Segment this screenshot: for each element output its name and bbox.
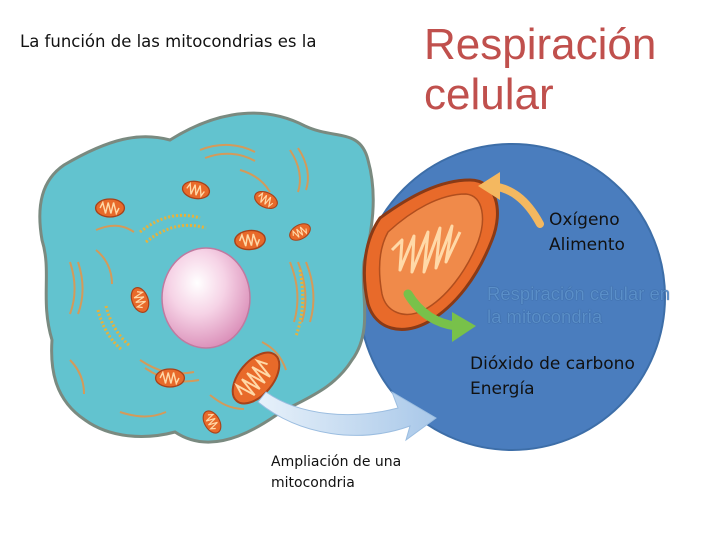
input-oxygen: Oxígeno [549, 208, 625, 233]
caption-line-2: mitocondria [271, 473, 401, 494]
process-label: Respiración celular en la mitocondria [487, 282, 670, 328]
outputs-label: Dióxido de carbono Energía [470, 352, 635, 402]
inputs-label: Oxígeno Alimento [549, 208, 625, 258]
nucleus [162, 248, 250, 348]
zoom-caption: Ampliación de una mitocondria [271, 452, 401, 494]
caption-line-1: Ampliación de una [271, 452, 401, 473]
output-energy: Energía [470, 377, 635, 402]
input-food: Alimento [549, 233, 625, 258]
output-co2: Dióxido de carbono [470, 352, 635, 377]
process-line-2: la mitocondria [487, 305, 670, 328]
process-line-1: Respiración celular en [487, 282, 670, 305]
